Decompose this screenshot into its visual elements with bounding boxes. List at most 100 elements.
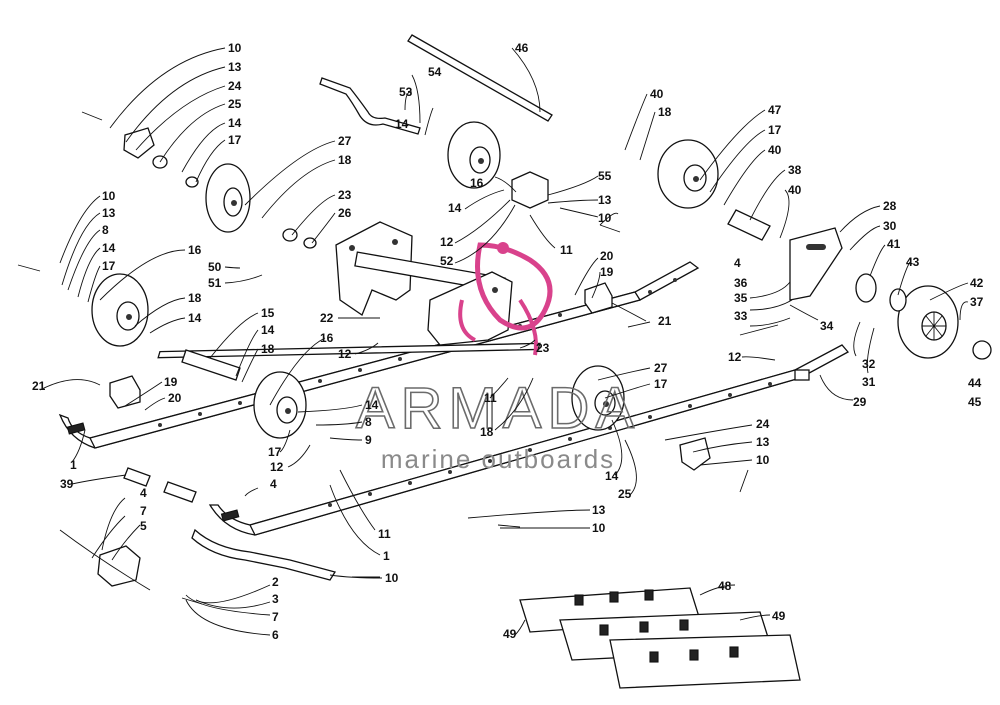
center-mount-bracket (335, 221, 513, 346)
callout-55: 55 (598, 169, 612, 183)
callout-30: 30 (883, 219, 897, 233)
torque-arm-shaft (319, 77, 421, 135)
callout-47: 47 (768, 103, 782, 117)
callout-51: 51 (208, 276, 222, 290)
rear-idler-wheel (897, 285, 959, 359)
callout-17d: 17 (768, 123, 782, 137)
callout-12: 12 (338, 347, 352, 361)
callout-20b: 20 (168, 391, 182, 405)
callout-16b: 16 (320, 331, 334, 345)
callout-1: 1 (70, 458, 77, 472)
callout-14c: 14 (188, 311, 202, 325)
callout-5: 5 (140, 519, 147, 533)
callout-34: 34 (820, 319, 834, 333)
rear-shaft (407, 34, 553, 122)
callout-7b: 7 (272, 610, 279, 624)
adjuster-hub (855, 273, 992, 360)
callout-27: 27 (338, 134, 352, 148)
callout-44: 44 (968, 376, 982, 390)
callout-20: 20 (600, 249, 614, 263)
callout-14d: 14 (261, 323, 275, 337)
callout-1b: 1 (383, 549, 390, 563)
callout-53: 53 (399, 85, 413, 99)
callout-17b: 17 (102, 259, 116, 273)
callout-11: 11 (560, 243, 573, 257)
track-cleat-assembly (519, 587, 801, 689)
brand-logo (458, 242, 553, 356)
callout-18c: 18 (261, 342, 275, 356)
spacer-tube (123, 209, 771, 503)
callout-15: 15 (261, 306, 275, 320)
center-clamp (511, 171, 549, 209)
idler-wheel-left (91, 273, 149, 347)
callout-37: 37 (970, 295, 984, 309)
callout-18b: 18 (188, 291, 202, 305)
rail-slot-front-right (220, 509, 240, 522)
callout-13b: 13 (102, 206, 116, 220)
callout-4b: 4 (140, 486, 147, 500)
callout-10f: 10 (385, 571, 399, 585)
callout-14f: 14 (395, 117, 409, 131)
shock-mount-upper (123, 127, 155, 159)
callout-16: 16 (188, 243, 202, 257)
bushing-pair (152, 155, 317, 249)
callout-11b: 11 (484, 391, 497, 405)
callout-45: 45 (968, 395, 982, 409)
callout-17: 17 (228, 133, 242, 147)
callout-39: 39 (60, 477, 74, 491)
callout-12b: 12 (270, 460, 284, 474)
callout-12d: 12 (440, 235, 454, 249)
callout-50: 50 (208, 260, 222, 274)
callout-26: 26 (338, 206, 352, 220)
callout-18e: 18 (480, 425, 494, 439)
leader-lines (39, 47, 969, 636)
callout-2: 2 (272, 575, 279, 589)
watermark-tagline: marine outboards (381, 444, 615, 474)
right-plate-bracket (789, 227, 843, 301)
callout-43: 43 (906, 255, 920, 269)
callout-46: 46 (515, 41, 529, 55)
idler-wheel-upper-left (205, 163, 251, 233)
callout-14b: 14 (102, 241, 116, 255)
callout-7: 7 (140, 504, 147, 518)
callout-41: 41 (887, 237, 901, 251)
callout-14h: 14 (605, 469, 619, 483)
callout-21b: 21 (32, 379, 46, 393)
callout-17e: 17 (654, 377, 668, 391)
callout-35: 35 (734, 291, 748, 305)
callout-14g: 14 (448, 201, 462, 215)
callout-18d: 18 (658, 105, 672, 119)
callout-31: 31 (862, 375, 876, 389)
callout-labels: 10 13 24 25 14 17 27 18 23 26 10 13 8 14… (32, 41, 984, 642)
wear-strip (191, 528, 337, 581)
idler-wheel-upper-right (657, 139, 719, 209)
rail-slot-front-left (66, 422, 86, 435)
shock-mount-lower (679, 437, 711, 471)
callout-32: 32 (862, 357, 876, 371)
long-axle (157, 342, 541, 359)
callout-27b: 27 (654, 361, 668, 375)
callout-40c: 40 (788, 183, 802, 197)
callout-33: 33 (734, 309, 748, 323)
callout-10c: 10 (598, 211, 612, 225)
callout-49b: 49 (772, 609, 786, 623)
bolt-set (17, 111, 779, 605)
callout-54: 54 (428, 65, 442, 79)
idler-wheel-center-right (571, 365, 625, 431)
idler-wheel-center-left (253, 371, 307, 439)
callout-3: 3 (272, 592, 279, 606)
callout-21: 21 (658, 314, 672, 328)
front-bumper-block (97, 545, 141, 587)
callout-28: 28 (883, 199, 897, 213)
callout-4c: 4 (270, 477, 277, 491)
callout-13e: 13 (592, 503, 606, 517)
callout-10d: 10 (756, 453, 770, 467)
callout-8b: 8 (365, 415, 372, 429)
callout-11c: 11 (378, 527, 391, 541)
callout-42: 42 (970, 276, 984, 290)
callout-13d: 13 (756, 435, 770, 449)
callout-9: 9 (365, 433, 372, 447)
callout-4: 4 (734, 256, 741, 270)
callout-29: 29 (853, 395, 867, 409)
callout-23b: 23 (536, 341, 550, 355)
